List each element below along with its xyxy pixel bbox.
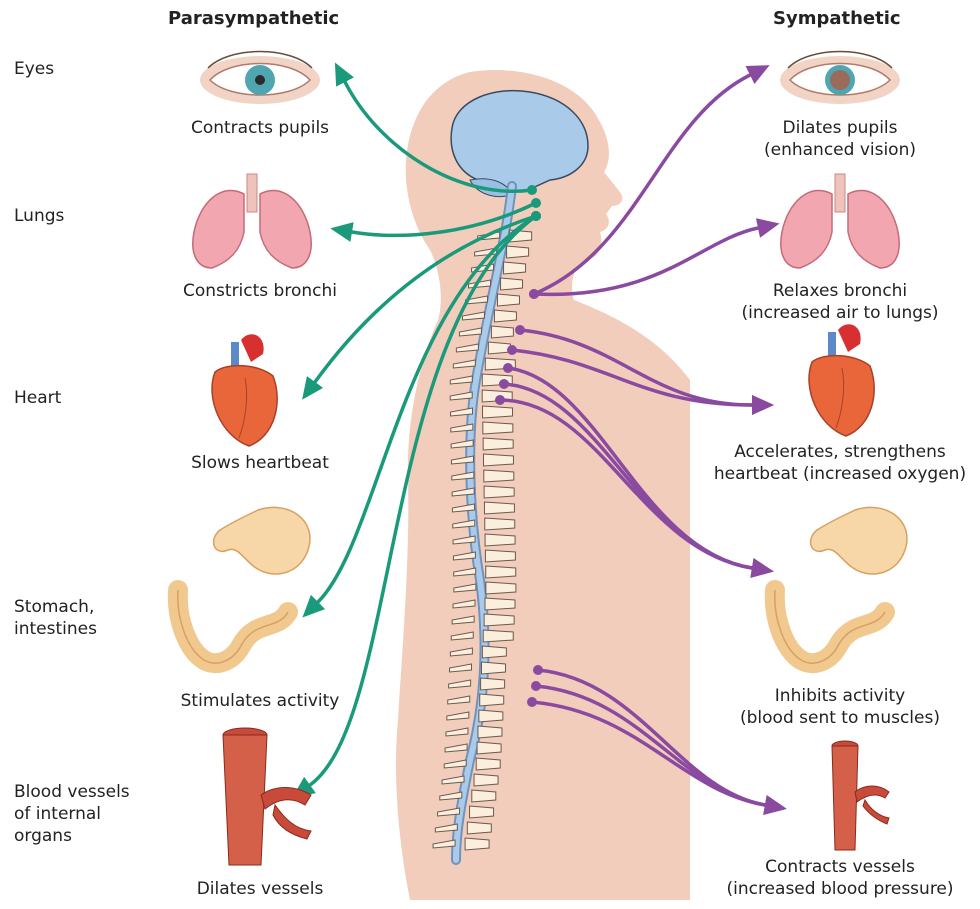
vertebra: [481, 662, 505, 674]
vertebra: [483, 454, 513, 466]
body-silhouette: [396, 70, 690, 900]
organ-label-eyes: Eyes: [14, 58, 54, 80]
vertebra: [485, 550, 515, 562]
vertebra: [483, 422, 513, 434]
nerve-origin-dot: [527, 697, 537, 707]
parasympathetic-effect-eyes: Contracts pupils: [140, 117, 380, 139]
vertebra: [494, 310, 516, 322]
blood-vessel-icon: [223, 728, 311, 865]
lungs-icon: [193, 174, 311, 268]
sympathetic-effect-blood-vessels: Contracts vessels (increased blood press…: [700, 856, 980, 900]
vertebra: [485, 518, 515, 530]
organ-label-lungs: Lungs: [14, 205, 64, 227]
vertebra: [483, 630, 513, 642]
vertebra: [485, 598, 515, 610]
stomach-intestines-icon: [775, 507, 907, 663]
vertebra: [486, 566, 516, 578]
organ-label-stomach-intestines: Stomach, intestines: [14, 596, 97, 640]
vertebra: [465, 838, 489, 850]
vertebra: [467, 822, 491, 834]
stomach-intestines-icon: [178, 507, 310, 663]
parasympathetic-effect-lungs: Constricts bronchi: [140, 280, 380, 302]
vertebra: [501, 278, 523, 290]
eye-icon: [200, 52, 320, 105]
vertebra: [484, 470, 514, 482]
sympathetic-effect-heart: Accelerates, strengthens heartbeat (incr…: [700, 441, 980, 485]
nerve-origin-dot: [515, 325, 525, 335]
vertebra: [497, 294, 519, 306]
vertebra: [486, 582, 516, 594]
organ-label-blood-vessels: Blood vessels of internal organs: [14, 781, 130, 847]
organ-label-heart: Heart: [14, 387, 61, 409]
sympathetic-effect-eyes: Dilates pupils (enhanced vision): [700, 117, 980, 161]
nerve-origin-dot: [507, 345, 517, 355]
heart-icon: [809, 324, 874, 436]
nerve-origin-dot: [499, 379, 509, 389]
vertebra: [504, 262, 526, 274]
sympathetic-header: Sympathetic: [773, 8, 901, 29]
vertebra: [485, 534, 515, 546]
parasympathetic-effect-stomach-intestines: Stimulates activity: [140, 690, 380, 712]
vertebra: [481, 678, 505, 690]
vertebra: [488, 342, 510, 354]
nerve-origin-dot: [495, 395, 505, 405]
sympathetic-effect-lungs: Relaxes bronchi (increased air to lungs): [700, 280, 980, 324]
parasympathetic-header: Parasympathetic: [168, 8, 339, 29]
parasympathetic-effect-heart: Slows heartbeat: [140, 452, 380, 474]
nerve-origin-dot: [503, 363, 513, 373]
nerve-origin-dot: [527, 185, 537, 195]
sympathetic-effect-stomach-intestines: Inhibits activity (blood sent to muscles…: [700, 685, 980, 729]
vertebra: [507, 246, 529, 258]
vertebra: [477, 742, 501, 754]
heart-icon: [212, 334, 277, 446]
blood-vessel-icon: [832, 741, 889, 850]
vertebra: [470, 806, 494, 818]
vertebra: [478, 726, 502, 738]
vertebra: [474, 774, 498, 786]
vertebra: [479, 710, 503, 722]
vertebra: [484, 614, 514, 626]
vertebra: [482, 646, 506, 658]
nerve-origin-dot: [531, 198, 541, 208]
eye-icon: [780, 52, 900, 105]
vertebra: [491, 326, 513, 338]
vertebra: [483, 406, 513, 418]
nerve-origin-dot: [531, 211, 541, 221]
vertebra: [476, 758, 500, 770]
parasympathetic-effect-blood-vessels: Dilates vessels: [140, 878, 380, 900]
vertebra: [484, 502, 514, 514]
nerve-origin-dot: [529, 289, 539, 299]
vertebra: [484, 486, 514, 498]
nerve-origin-dot: [531, 681, 541, 691]
vertebra: [472, 790, 496, 802]
lungs-icon: [781, 174, 899, 268]
nerve-origin-dot: [533, 665, 543, 675]
vertebra: [483, 438, 513, 450]
vertebra: [480, 694, 504, 706]
